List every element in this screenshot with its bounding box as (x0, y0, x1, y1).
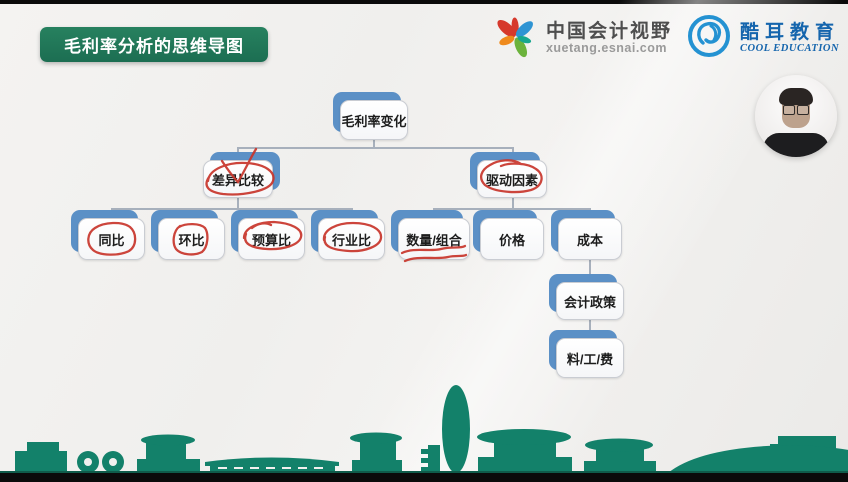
node-label: 料/工/费 (556, 338, 624, 378)
cool-education-ring-icon (686, 13, 732, 64)
mindmap-node-mom: 环比 (151, 210, 225, 260)
connector (373, 140, 375, 148)
glasses-icon (783, 105, 809, 115)
skyline-base-stripe (0, 471, 848, 473)
mindmap-node-root: 毛利率变化 (333, 92, 408, 140)
node-label: 差异比较 (203, 160, 273, 198)
cool-education-logo: 酷耳教育 COOL EDUCATION (686, 13, 840, 64)
header-logos: 中国会计视野 xuetang.esnai.com 酷耳教育 COOL EDUCA… (492, 10, 840, 67)
node-label: 数量/组合 (398, 218, 470, 260)
connector (512, 197, 514, 209)
connector (111, 208, 353, 210)
node-label: 会计政策 (556, 282, 624, 320)
slide-title-text: 毛利率分析的思维导图 (64, 37, 244, 56)
node-label: 毛利率变化 (340, 100, 408, 140)
node-label: 预算比 (238, 218, 305, 260)
mindmap-node-diff: 差异比较 (203, 152, 280, 198)
mindmap-node-industry: 行业比 (311, 210, 385, 260)
mindmap-node-price: 价格 (473, 210, 544, 260)
esnai-logo: 中国会计视野 xuetang.esnai.com (492, 10, 672, 67)
node-label: 同比 (78, 218, 145, 260)
connector (589, 260, 591, 282)
presenter-webcam-avatar (755, 75, 837, 157)
connector (237, 197, 239, 209)
connector (589, 320, 591, 338)
mindmap-node-quantity: 数量/组合 (391, 210, 470, 260)
presenter-hair (779, 88, 813, 105)
node-label: 环比 (158, 218, 225, 260)
slide-title-badge: 毛利率分析的思维导图 (40, 27, 268, 62)
node-label: 行业比 (318, 218, 385, 260)
mindmap-node-yoy: 同比 (71, 210, 145, 260)
node-label: 成本 (558, 218, 622, 260)
esnai-flower-icon (492, 10, 538, 67)
mindmap-node-budget: 预算比 (231, 210, 305, 260)
esnai-url: xuetang.esnai.com (545, 40, 668, 55)
top-letterbox-bar (0, 0, 848, 4)
mindmap-node-material: 料/工/费 (549, 330, 624, 378)
presenter-shirt (763, 133, 829, 157)
bottom-letterbox-bar (0, 473, 848, 482)
city-skyline-silhouette (15, 385, 848, 473)
mindmap-node-driver: 驱动因素 (470, 152, 547, 198)
mindmap-node-policy: 会计政策 (549, 274, 624, 320)
esnai-title: 中国会计视野 (545, 20, 672, 42)
node-label: 驱动因素 (477, 160, 547, 198)
cool-subtitle: COOL EDUCATION (739, 42, 840, 54)
node-label: 价格 (480, 218, 544, 260)
connector (237, 147, 514, 149)
mindmap-node-cost: 成本 (551, 210, 622, 260)
cool-title: 酷耳教育 (739, 22, 840, 44)
